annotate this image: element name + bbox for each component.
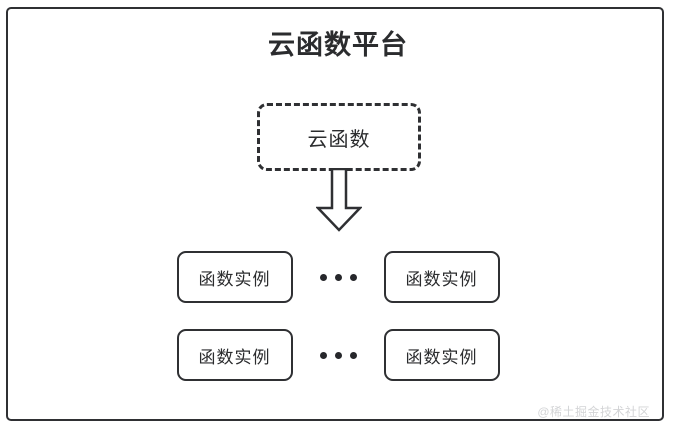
ellipsis-indicator — [293, 273, 384, 281]
page-title: 云函数平台 — [268, 30, 408, 60]
ellipsis-dot — [334, 273, 342, 281]
instance-row: 函数实例 函数实例 — [0, 329, 676, 381]
function-instance-label: 函数实例 — [405, 347, 478, 367]
ellipsis-dot — [319, 351, 327, 359]
function-instance-label: 函数实例 — [198, 347, 271, 367]
ellipsis-indicator — [293, 351, 384, 359]
ellipsis-dot — [334, 351, 342, 359]
ellipsis-dot — [319, 273, 327, 281]
function-instance-box: 函数实例 — [383, 329, 500, 381]
instance-row: 函数实例 函数实例 — [0, 251, 676, 303]
function-instance-box: 函数实例 — [383, 251, 500, 303]
function-instance-box: 函数实例 — [176, 251, 293, 303]
function-instance-box: 函数实例 — [176, 329, 293, 381]
function-instance-label: 函数实例 — [198, 269, 271, 289]
cloud-function-label: 云函数 — [307, 128, 371, 151]
ellipsis-dot — [349, 273, 357, 281]
watermark: @稀土掘金技术社区 — [537, 405, 650, 419]
down-arrow-icon — [316, 168, 362, 232]
ellipsis-dot — [349, 351, 357, 359]
function-instance-label: 函数实例 — [405, 269, 478, 289]
cloud-function-node: 云函数 — [257, 103, 421, 171]
